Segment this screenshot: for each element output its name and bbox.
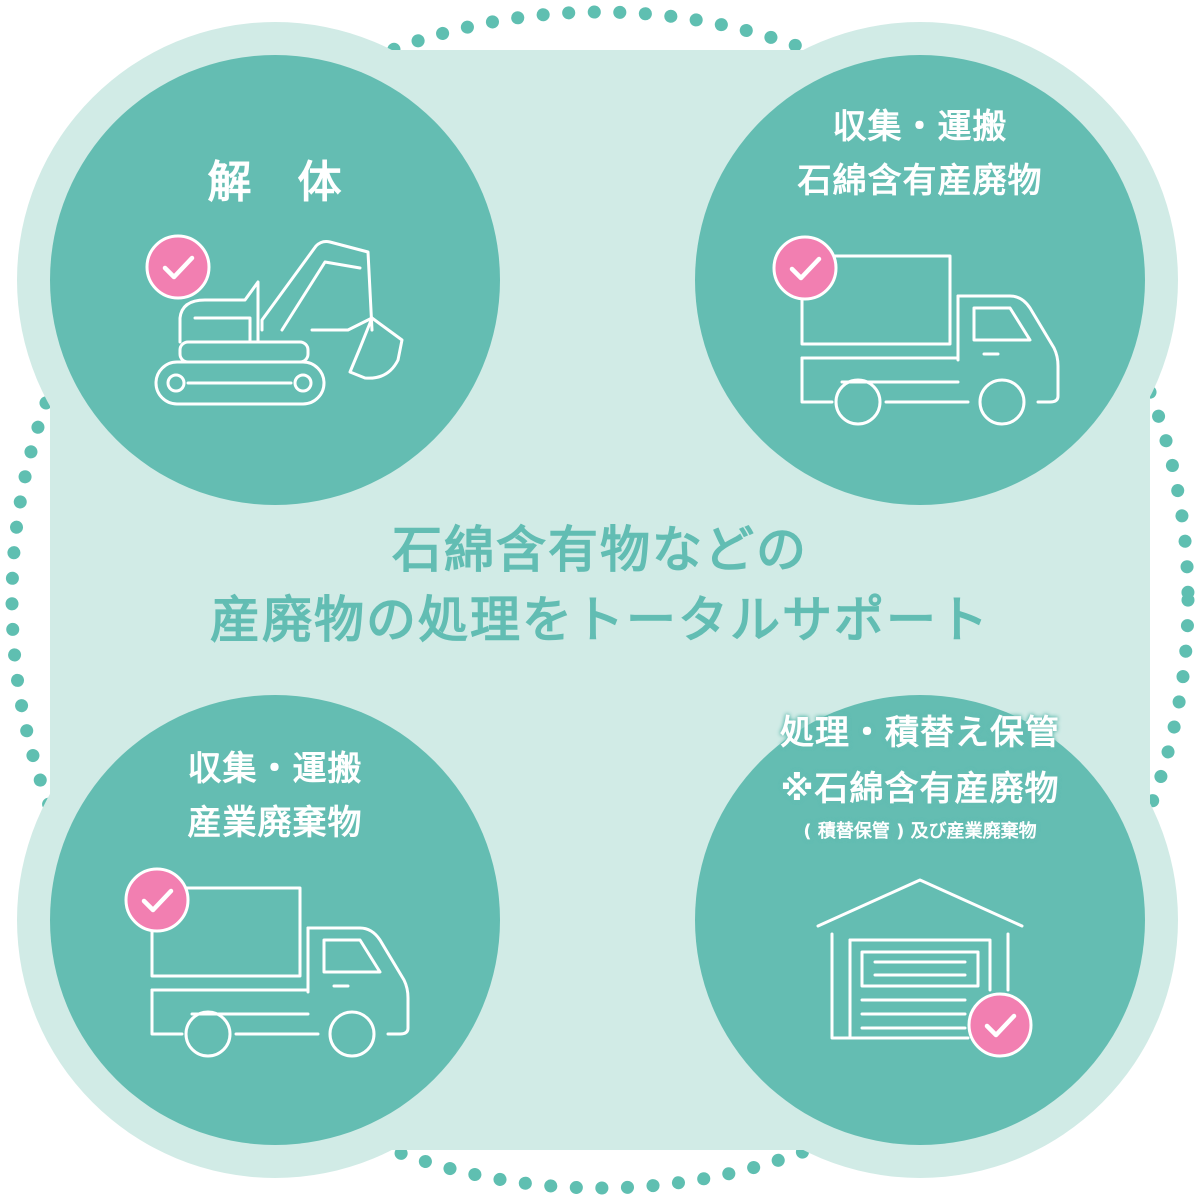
storage-line3: ( 積替保管 ) 及び産業廃棄物 [803, 821, 1037, 842]
warehouse-icon [816, 878, 1024, 1040]
check-badge-icon [969, 994, 1031, 1056]
dotted-ring [5, 5, 1195, 1195]
center-tagline-line2: 産廃物の処理をトータルサポート [210, 591, 990, 649]
check-badge-icon [147, 236, 209, 298]
truck-icon [800, 254, 1060, 426]
label-storage: 処理・積替え保管 ※石綿含有産廃物 ( 積替保管 ) 及び産業廃棄物 [720, 705, 1120, 847]
storage-line2: ※石綿含有産廃物 [780, 769, 1060, 809]
center-tagline: 石綿含有物などの 産廃物の処理をトータルサポート [150, 515, 1050, 655]
label-demolition: 解 体 [125, 155, 425, 211]
check-badge-icon [774, 237, 836, 299]
center-tagline-line1: 石綿含有物などの [392, 521, 808, 579]
storage-line1: 処理・積替え保管 [780, 713, 1060, 753]
demolition-title: 解 体 [207, 157, 343, 208]
transport-asbestos-line1: 収集・運搬 [832, 107, 1008, 147]
check-badge-icon [126, 869, 188, 931]
transport-industrial-line2: 産業廃棄物 [187, 803, 363, 843]
circle-demolition [50, 55, 500, 505]
label-transport-asbestos: 収集・運搬 石綿含有産廃物 [770, 100, 1070, 208]
circle-storage [695, 695, 1145, 1145]
label-transport-industrial: 収集・運搬 産業廃棄物 [125, 742, 425, 850]
transport-asbestos-line2: 石綿含有産廃物 [797, 161, 1043, 201]
excavator-icon [154, 240, 404, 406]
circle-transport-asbestos [695, 55, 1145, 505]
transport-industrial-line1: 収集・運搬 [187, 749, 363, 789]
